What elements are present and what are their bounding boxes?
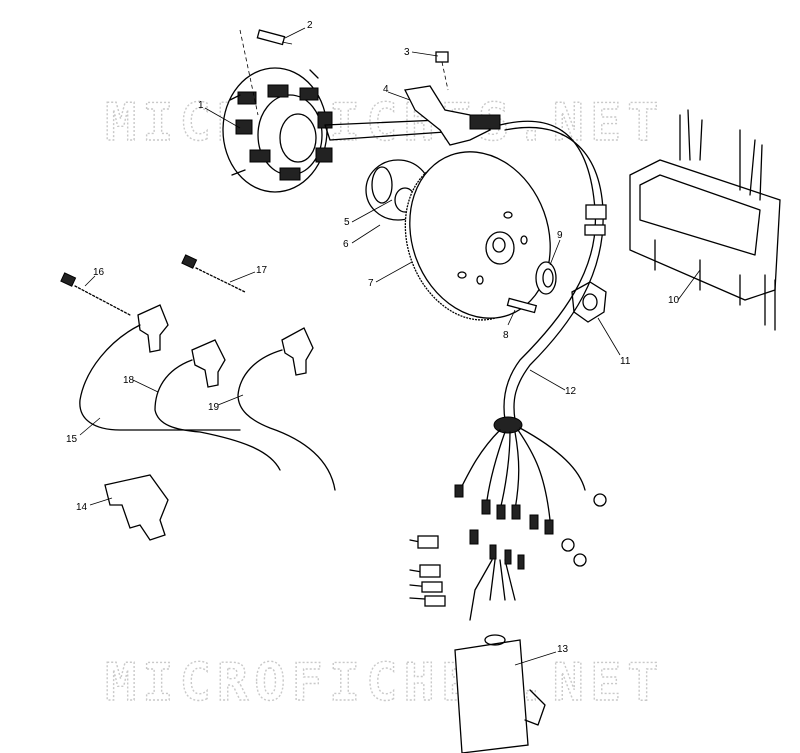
screw-part-2: [239, 29, 293, 116]
spark-lead-part-19: [237, 327, 336, 491]
callout-17: 17: [256, 265, 268, 276]
bolt-part-8: [506, 297, 538, 314]
callout-14: 14: [76, 502, 88, 513]
callout-19: 19: [208, 402, 220, 413]
callout-9: 9: [557, 230, 563, 241]
watermark-bottom: MICROFICHES.NET: [105, 653, 665, 713]
callout-2: 2: [307, 20, 313, 31]
callout-3: 3: [404, 47, 410, 58]
clip-part-14: [104, 474, 169, 541]
callout-18: 18: [123, 375, 135, 386]
callout-4: 4: [383, 84, 389, 95]
wiring-harness-part-12: [409, 120, 607, 621]
leader-lines: [79, 27, 701, 666]
spark-lead-part-18: [154, 339, 281, 471]
screw-part-3: [435, 51, 449, 91]
callout-5: 5: [344, 217, 350, 228]
callout-16: 16: [93, 267, 105, 278]
connector-part-13: [454, 634, 546, 753]
callout-15: 15: [66, 434, 78, 445]
callout-labels: 1 2 3 4 5 6 7 8 9 10 11 12 13 14 15 16 1…: [66, 20, 680, 655]
callout-7: 7: [368, 278, 374, 289]
callout-1: 1: [198, 100, 204, 111]
callout-8: 8: [503, 330, 509, 341]
spark-lead-part-15: [79, 304, 241, 431]
callout-6: 6: [343, 239, 349, 250]
spark-plug-part-16: [60, 272, 131, 316]
callout-13: 13: [557, 644, 569, 655]
flywheel-part-7: [404, 151, 551, 321]
regulator-part-10: [629, 109, 781, 331]
callout-10: 10: [668, 295, 680, 306]
stator-assembly: [222, 67, 446, 193]
callout-12: 12: [565, 386, 577, 397]
callout-11: 11: [620, 356, 631, 367]
pulse-coil-bracket: [404, 85, 501, 146]
spark-plug-part-17: [181, 254, 246, 293]
washer-part-9: [535, 261, 557, 295]
